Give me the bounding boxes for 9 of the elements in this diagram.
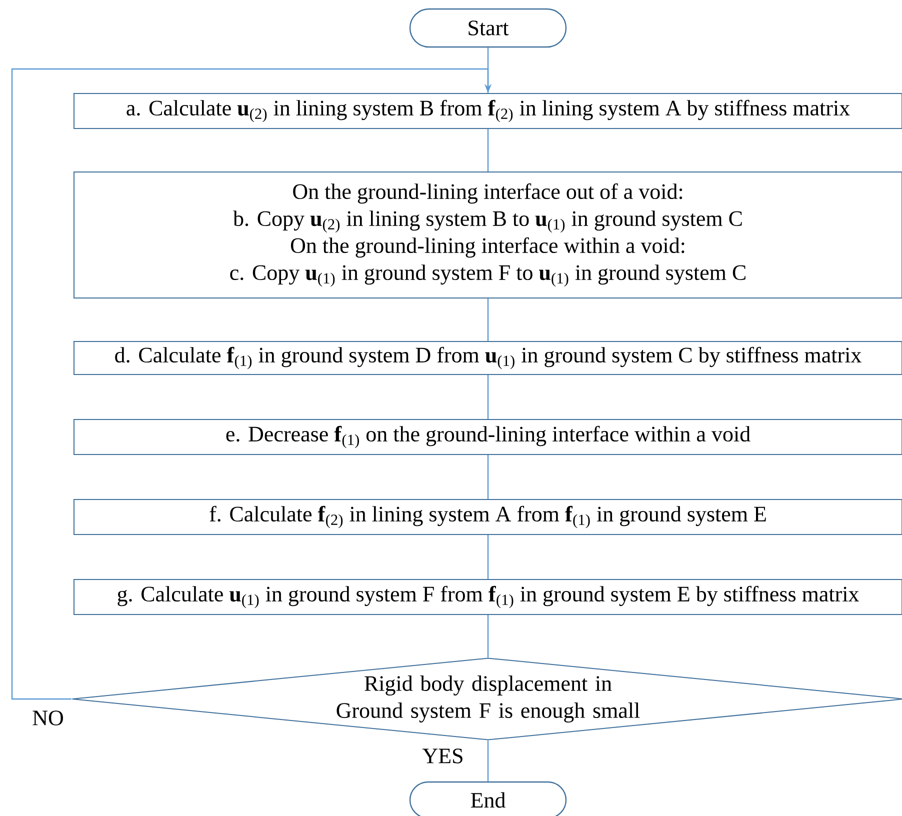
- connector-arrow: [11, 68, 492, 700]
- process-box: d. Calculate f$_{(1)}$ in ground system D from u$_{(1)}$ in ground system C by stiffness matrix: [74, 341, 902, 375]
- process-box: g. Calculate u$_{(1)}$ in ground system F from f$_{(1)}$ in ground system E by stiffness matrix: [74, 579, 902, 615]
- process-box: e. Decrease f$_{(1)}$ on the ground-lining interface within a void: [74, 419, 902, 455]
- process-box: a. Calculate u$_{(2)}$ in lining system B from f$_{(2)}$ in lining system A by stiffness matrix: [74, 93, 902, 129]
- edge-label: NO: [31, 710, 65, 726]
- process-box: f. Calculate f$_{(2)}$ in lining system A from f$_{(1)}$ in ground system E: [74, 499, 902, 535]
- edge-label: YES: [421, 748, 465, 764]
- process-box: On the ground-lining interface out of a void: b. Copy u$_{(2)}$ in lining system B to u$_{(1)}$ in ground system C On the ground-lining interface within a void: c. Copy u$_{(1)}$ in ground system F to u$_{(1)}$ in ground system C: [74, 172, 902, 298]
